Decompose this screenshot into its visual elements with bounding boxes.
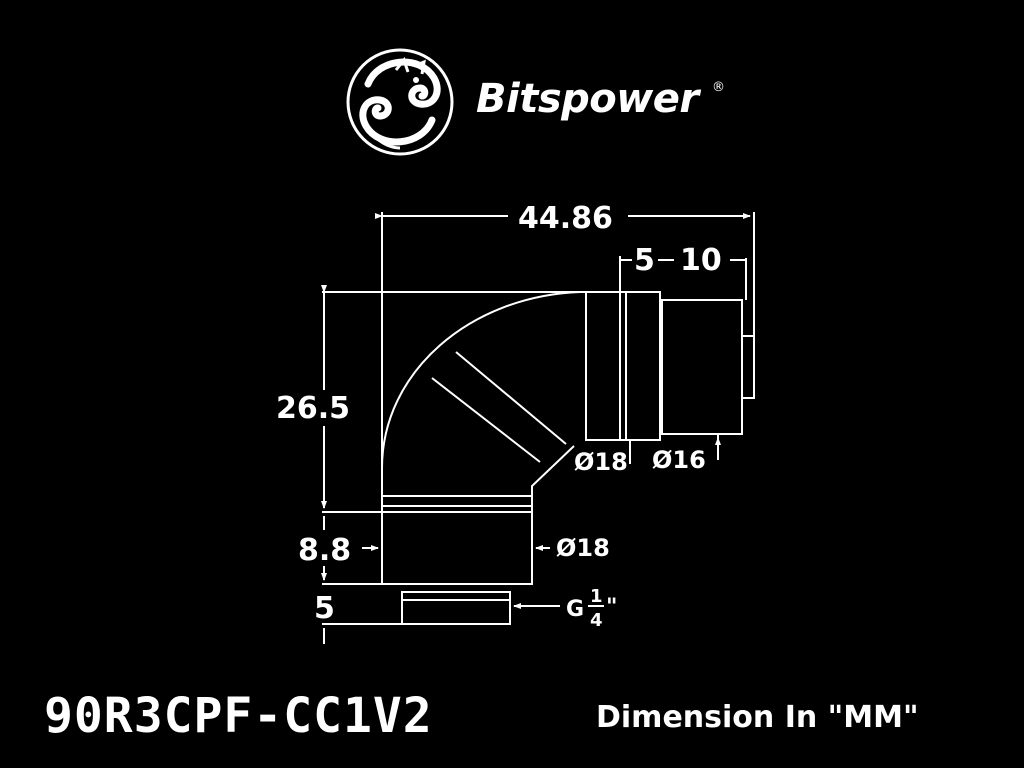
elbow-band-2 — [455, 351, 567, 445]
model-number: 90R3CPF-CC1V2 — [44, 688, 433, 744]
thread-spec-numerator: 1 — [590, 586, 603, 607]
thread-stub — [401, 591, 511, 625]
elbow-band-1 — [431, 377, 541, 463]
thread-spec-prefix: G — [566, 597, 584, 622]
dim-overall-width: 44.86 — [518, 201, 613, 236]
dim-thread-length: 5 — [314, 591, 335, 626]
dim-outlet-tube-diameter: Ø16 — [652, 446, 706, 474]
elbow-outer-curve — [381, 291, 581, 496]
thread-spec-suffix: " — [606, 595, 617, 620]
outlet-tube — [661, 299, 743, 435]
collar-body — [381, 495, 533, 585]
dim-collar-height: 8.8 — [298, 533, 351, 568]
outlet-tube-lip — [741, 335, 755, 399]
dim-ring-width: 5 — [634, 243, 655, 278]
dim-collar-diameter: Ø18 — [556, 534, 610, 562]
units-note: Dimension In "MM" — [596, 700, 919, 735]
trademark-mark: ® — [712, 80, 725, 95]
outlet-ring — [585, 291, 661, 441]
dim-tube-width: 10 — [680, 243, 722, 278]
thread-spec-denominator: 4 — [590, 610, 603, 631]
dim-elbow-height: 26.5 — [276, 391, 350, 426]
elbow-inner-curve — [531, 445, 575, 496]
dragon-logo-icon — [346, 48, 454, 156]
dim-outlet-ring-diameter: Ø18 — [574, 448, 628, 476]
brand-name: Bitspower — [476, 76, 699, 122]
